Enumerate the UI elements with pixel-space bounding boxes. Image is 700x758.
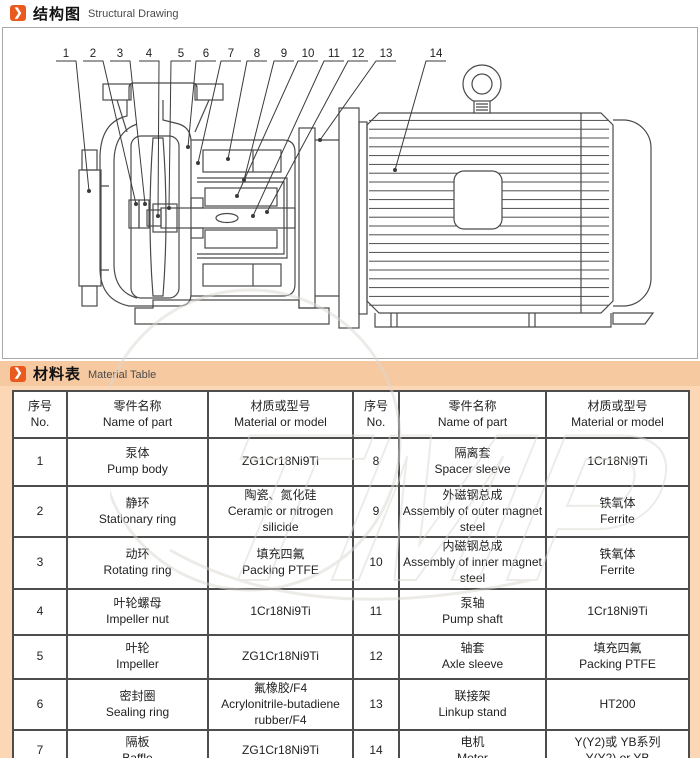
pump-shaft <box>160 207 296 229</box>
linkup-stand <box>298 107 368 329</box>
callout-label: 2 <box>90 48 96 60</box>
material-table-header: ❯ 材料表 Material Table <box>0 361 700 386</box>
material-cell: 1Cr18Ni9Ti <box>207 587 354 636</box>
impeller <box>149 137 178 297</box>
chevron-right-icon: ❯ <box>10 5 26 21</box>
callout-label: 10 <box>302 48 315 60</box>
material-cell: ZG1Cr18Ni9Ti <box>207 633 354 680</box>
leader-lines <box>56 60 446 218</box>
suction-flange <box>78 149 109 307</box>
section-title-en: Material Table <box>88 368 157 381</box>
callout-label: 3 <box>117 48 123 60</box>
callout-numbers: 1 2 3 4 5 6 7 8 9 10 11 12 13 14 <box>63 48 443 60</box>
pump-cross-section-drawing: 1 2 3 4 5 6 7 8 9 10 11 12 13 14 <box>56 48 655 329</box>
part-no-cell: 9 <box>352 484 400 539</box>
chevron-right-icon: ❯ <box>10 365 26 382</box>
part-no-cell: 12 <box>352 633 400 680</box>
callout-label: 9 <box>281 48 287 60</box>
callout-label: 11 <box>328 48 340 60</box>
section-title-cn: 结构图 <box>33 5 82 23</box>
callout-label: 4 <box>146 48 153 60</box>
motor-body <box>366 112 652 314</box>
discharge-flange <box>102 82 224 133</box>
part-no-cell: 3 <box>12 536 68 590</box>
eye-bolt <box>462 64 502 114</box>
structural-drawing-header: ❯ 结构图 Structural Drawing <box>0 2 700 24</box>
seal-rings <box>128 199 150 229</box>
part-no-cell: 4 <box>12 587 68 636</box>
structural-drawing-panel: 1 2 3 4 5 6 7 8 9 10 11 12 13 14 <box>2 27 698 359</box>
material-cell: ZG1Cr18Ni9Ti <box>207 437 354 487</box>
callout-label: 13 <box>380 48 393 60</box>
part-no-cell: 13 <box>352 677 400 732</box>
material-cell: 1Cr18Ni9Ti <box>545 587 690 636</box>
callout-label: 5 <box>178 48 184 60</box>
material-cell: HT200 <box>545 677 690 732</box>
part-no-cell: 7 <box>12 729 68 758</box>
part-no-cell: 8 <box>352 437 400 487</box>
part-no-cell: 2 <box>12 484 68 539</box>
section-title-en: Structural Drawing <box>88 8 179 20</box>
callout-label: 6 <box>203 48 209 60</box>
callout-label: 7 <box>228 48 234 60</box>
callout-label: 12 <box>352 48 365 60</box>
material-cell: ZG1Cr18Ni9Ti <box>207 729 354 758</box>
callout-label: 1 <box>63 48 69 60</box>
callout-label: 8 <box>254 48 260 60</box>
part-no-cell: 14 <box>352 729 400 758</box>
part-no-cell: 11 <box>352 587 400 636</box>
magnetic-coupling <box>190 139 296 297</box>
motor-nameplate <box>453 170 503 230</box>
part-no-cell: 1 <box>12 437 68 487</box>
material-cell: 1Cr18Ni9Ti <box>545 437 690 487</box>
part-no-cell: 5 <box>12 633 68 680</box>
callout-label: 14 <box>430 48 443 60</box>
part-no-cell: 6 <box>12 677 68 732</box>
part-no-cell: 10 <box>352 536 400 590</box>
section-title-cn: 材料表 <box>33 366 82 383</box>
